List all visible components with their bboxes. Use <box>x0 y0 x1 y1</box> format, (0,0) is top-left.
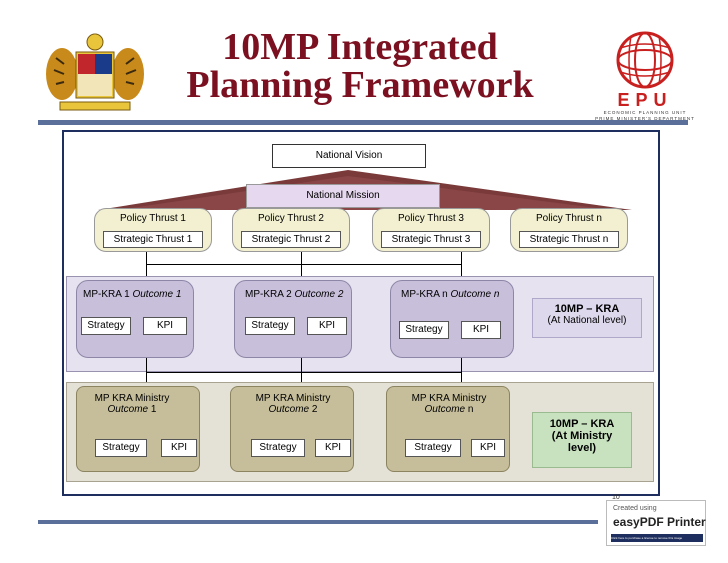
easypdf-badge[interactable]: Created using easyPDF Printer Click here… <box>606 500 706 546</box>
page-number: 10 <box>612 494 620 501</box>
strategy-box[interactable]: Strategy <box>81 317 131 335</box>
strategic-thrust-label: Strategic Thrust 2 <box>241 231 341 248</box>
national-level-label: 10MP – KRA (At National level) <box>532 298 642 338</box>
connector-line <box>146 358 147 384</box>
ministry-title: MP KRA Ministry Outcome n <box>411 393 487 415</box>
policy-thrust-label: Policy Thrust 1 <box>120 213 186 224</box>
national-mission-box: National Mission <box>246 184 440 208</box>
ministry-level-label: 10MP – KRA (At Ministry level) <box>532 412 632 468</box>
page-title: 10MP Integrated Planning Framework <box>150 28 570 104</box>
ministry-kra-box-2: MP KRA Ministry Outcome 2 Strategy KPI <box>230 386 354 472</box>
kpi-box[interactable]: KPI <box>161 439 197 457</box>
ministry-kra-box-n: MP KRA Ministry Outcome n Strategy KPI <box>386 386 510 472</box>
kpi-box[interactable]: KPI <box>143 317 187 335</box>
policy-thrust-label: Policy Thrust 3 <box>398 213 464 224</box>
kpi-box[interactable]: KPI <box>471 439 505 457</box>
policy-thrust-box-1: Policy Thrust 1 Strategic Thrust 1 <box>94 208 212 252</box>
ministry-title: MP KRA Ministry Outcome 2 <box>255 393 331 415</box>
connector-line <box>146 264 462 265</box>
national-mission-label: National Mission <box>306 190 380 201</box>
badge-line-3: Click here to purchase a license to remo… <box>611 534 703 542</box>
mp-kra-title: MP-KRA n Outcome n <box>401 289 500 300</box>
kpi-box[interactable]: KPI <box>461 321 501 339</box>
connector-line <box>146 372 462 373</box>
mp-kra-title: MP-KRA 1 Outcome 1 <box>83 289 182 300</box>
strategy-box[interactable]: Strategy <box>95 439 147 457</box>
epu-logo: EPU ECONOMIC PLANNING UNIT PRIME MINISTE… <box>595 30 695 121</box>
strategic-thrust-label: Strategic Thrust 1 <box>103 231 203 248</box>
connector-line <box>301 358 302 384</box>
ministry-kra-box-1: MP KRA Ministry Outcome 1 Strategy KPI <box>76 386 200 472</box>
strategy-box[interactable]: Strategy <box>245 317 295 335</box>
policy-thrust-label: Policy Thrust 2 <box>258 213 324 224</box>
epu-line-2: PRIME MINISTER'S DEPARTMENT <box>595 116 695 121</box>
mp-kra-box-1: MP-KRA 1 Outcome 1 Strategy KPI <box>76 280 194 358</box>
epu-line-1: ECONOMIC PLANNING UNIT <box>603 110 687 115</box>
mp-kra-box-n: MP-KRA n Outcome n Strategy KPI <box>390 280 514 358</box>
kpi-box[interactable]: KPI <box>307 317 347 335</box>
strategy-box[interactable]: Strategy <box>251 439 305 457</box>
kpi-box[interactable]: KPI <box>315 439 351 457</box>
epu-acronym: EPU <box>617 90 673 110</box>
policy-thrust-box-2: Policy Thrust 2 Strategic Thrust 2 <box>232 208 350 252</box>
policy-thrust-box-n: Policy Thrust n Strategic Thrust n <box>510 208 628 252</box>
national-vision-box: National Vision <box>272 144 426 168</box>
strategy-box[interactable]: Strategy <box>399 321 449 339</box>
badge-line-2: easyPDF Printer <box>613 515 706 529</box>
connector-line <box>301 252 302 276</box>
policy-thrust-box-3: Policy Thrust 3 Strategic Thrust 3 <box>372 208 490 252</box>
title-line-2: Planning Framework <box>186 64 534 106</box>
policy-thrust-label: Policy Thrust n <box>536 213 602 224</box>
strategic-thrust-label: Strategic Thrust n <box>519 231 619 248</box>
connector-line <box>461 358 462 384</box>
national-vision-label: National Vision <box>315 150 383 161</box>
bottom-divider <box>38 520 598 524</box>
badge-line-1: Created using <box>613 505 657 512</box>
mp-kra-title: MP-KRA 2 Outcome 2 <box>245 289 344 300</box>
connector-line <box>461 252 462 276</box>
coat-of-arms-logo <box>40 30 150 115</box>
top-divider <box>38 120 688 125</box>
ministry-title: MP KRA Ministry Outcome 1 <box>94 393 170 415</box>
strategy-box[interactable]: Strategy <box>405 439 461 457</box>
title-line-1: 10MP Integrated <box>222 26 498 68</box>
mp-kra-box-2: MP-KRA 2 Outcome 2 Strategy KPI <box>234 280 352 358</box>
strategic-thrust-label: Strategic Thrust 3 <box>381 231 481 248</box>
